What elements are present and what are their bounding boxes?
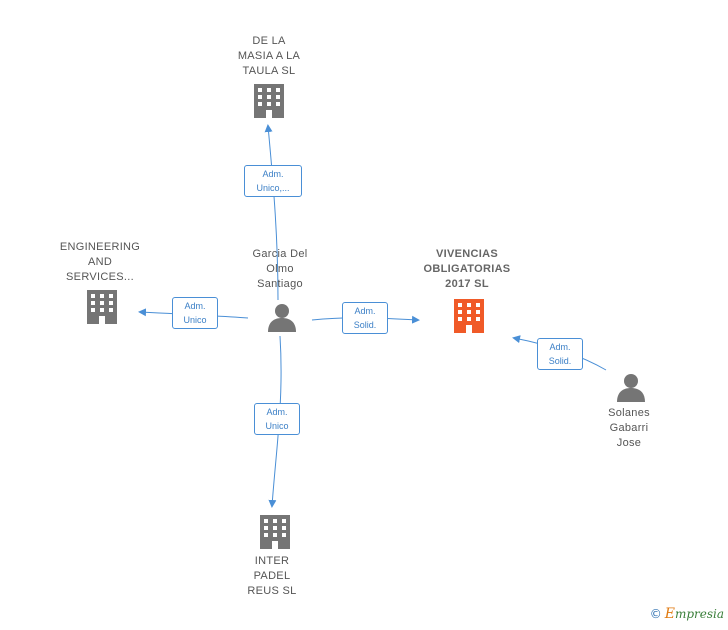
edge-label-garcia-vivencias[interactable]: Adm. Solid. [342, 302, 388, 334]
brand-name: mpresia [674, 607, 724, 621]
edge-label-line: Unico [265, 421, 289, 431]
edge-label-line: Adm. [184, 301, 206, 311]
label-line: Jose [616, 437, 642, 449]
label-line: TAULA SL [242, 65, 296, 77]
building-icon [260, 515, 290, 549]
edge-label-line: Adm. [262, 169, 284, 179]
edge-label-line: Unico [183, 315, 207, 325]
edge-label-line: Adm. [549, 342, 571, 352]
edge-label-line: Solid. [353, 320, 377, 330]
label-line: VIVENCIAS [436, 248, 498, 260]
edge-label-garcia-engineering[interactable]: Adm. Unico [172, 297, 218, 329]
label-line: Gabarri [609, 422, 649, 434]
company-label-engineering[interactable]: ENGINEERING AND SERVICES... [40, 240, 160, 285]
brand-initial: E [664, 606, 675, 622]
person-icon [617, 374, 645, 402]
company-label-inter-padel[interactable]: INTER PADEL REUS SL [222, 554, 322, 599]
edge-label-line: Solid. [548, 356, 572, 366]
label-line: DE LA [252, 35, 286, 47]
label-line: PADEL [253, 570, 291, 582]
empresia-logo: ©Empresia [650, 606, 724, 622]
label-line: AND [87, 256, 113, 268]
edge-label-solanes-vivencias[interactable]: Adm. Solid. [537, 338, 583, 370]
building-icon [87, 290, 117, 324]
building-icon [254, 84, 284, 118]
person-icon [268, 304, 296, 332]
label-line: MASIA A LA [237, 50, 301, 62]
edge-label-line: Unico,... [256, 183, 290, 193]
label-line: Santiago [257, 278, 303, 290]
company-label-masia[interactable]: DE LA MASIA A LA TAULA SL [214, 34, 324, 79]
person-label-solanes[interactable]: Solanes Gabarri Jose [589, 406, 669, 451]
edge-label-line: Adm. [266, 407, 288, 417]
building-icon [454, 299, 484, 333]
label-line: Solanes [608, 407, 650, 419]
person-label-garcia[interactable]: Garcia Del Olmo Santiago [230, 247, 330, 292]
label-line: REUS SL [247, 585, 297, 597]
edge-garcia-masia [264, 124, 279, 301]
edge-label-line: Adm. [354, 306, 376, 316]
label-line: OBLIGATORIAS [423, 263, 511, 275]
label-line: SERVICES... [66, 271, 134, 283]
label-line: Garcia Del [252, 248, 308, 260]
edge-label-garcia-inter[interactable]: Adm. Unico [254, 403, 300, 435]
company-label-vivencias[interactable]: VIVENCIAS OBLIGATORIAS 2017 SL [404, 247, 530, 292]
label-line: INTER [254, 555, 290, 567]
copyright-symbol: © [649, 607, 662, 621]
label-line: ENGINEERING [59, 241, 141, 253]
edge-label-garcia-masia[interactable]: Adm. Unico,... [244, 165, 302, 197]
label-line: Olmo [266, 263, 294, 275]
label-line: 2017 SL [445, 278, 489, 290]
